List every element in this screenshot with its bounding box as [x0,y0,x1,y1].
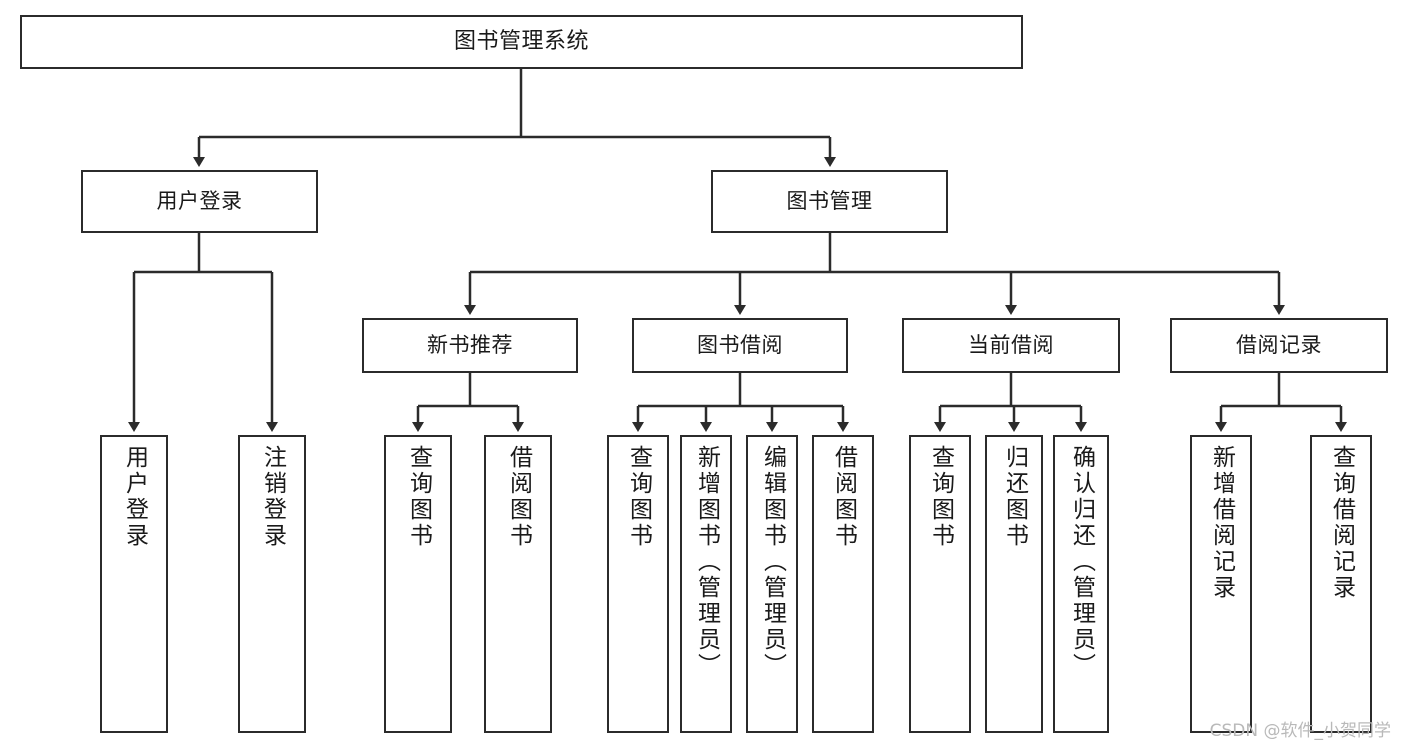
leaf-borrow-book-recommend-label: 借阅图书 [505,445,532,549]
leaf-query-borrow-record-label: 查询借阅记录 [1328,445,1355,601]
node-new-book-recommend[interactable]: 新书推荐 [362,318,578,373]
leaf-query-book-current[interactable]: 查询图书 [909,435,971,733]
leaf-query-book-current-label: 查询图书 [927,445,954,549]
leaf-confirm-return-label: 确认归还（管理员） [1068,445,1095,679]
watermark: CSDN @软件_小贺同学 [1209,721,1391,741]
node-user-login[interactable]: 用户登录 [81,170,318,233]
node-new-book-recommend-label: 新书推荐 [427,332,513,357]
leaf-confirm-return[interactable]: 确认归还（管理员） [1053,435,1109,733]
node-borrow-record[interactable]: 借阅记录 [1170,318,1388,373]
leaf-add-book-label: 新增图书（管理员） [693,445,720,679]
leaf-user-login-label: 用户登录 [121,445,148,549]
leaf-edit-book-label: 编辑图书（管理员） [759,445,786,679]
leaf-edit-book[interactable]: 编辑图书（管理员） [746,435,798,733]
node-borrow-record-label: 借阅记录 [1236,332,1322,357]
leaf-query-book-recommend[interactable]: 查询图书 [384,435,452,733]
leaf-logout-label: 注销登录 [259,445,286,549]
leaf-return-book[interactable]: 归还图书 [985,435,1043,733]
leaf-borrow-book-label: 借阅图书 [830,445,857,549]
leaf-query-book-borrow-label: 查询图书 [625,445,652,549]
leaf-add-book[interactable]: 新增图书（管理员） [680,435,732,733]
leaf-query-borrow-record[interactable]: 查询借阅记录 [1310,435,1372,733]
node-book-borrow[interactable]: 图书借阅 [632,318,848,373]
node-user-login-label: 用户登录 [156,188,243,213]
leaf-query-book-recommend-label: 查询图书 [405,445,432,549]
node-book-borrow-label: 图书借阅 [697,332,783,357]
node-root[interactable]: 图书管理系统 [20,15,1023,69]
leaf-add-borrow-record-label: 新增借阅记录 [1208,445,1235,601]
leaf-return-book-label: 归还图书 [1001,445,1028,549]
leaf-borrow-book-recommend[interactable]: 借阅图书 [484,435,552,733]
node-root-label: 图书管理系统 [453,28,589,54]
node-book-manage-label: 图书管理 [786,188,873,213]
leaf-add-borrow-record[interactable]: 新增借阅记录 [1190,435,1252,733]
node-current-borrow[interactable]: 当前借阅 [902,318,1120,373]
node-book-manage[interactable]: 图书管理 [711,170,948,233]
node-current-borrow-label: 当前借阅 [968,332,1054,357]
leaf-user-login[interactable]: 用户登录 [100,435,168,733]
leaf-query-book-borrow[interactable]: 查询图书 [607,435,669,733]
leaf-logout[interactable]: 注销登录 [238,435,306,733]
leaf-borrow-book[interactable]: 借阅图书 [812,435,874,733]
